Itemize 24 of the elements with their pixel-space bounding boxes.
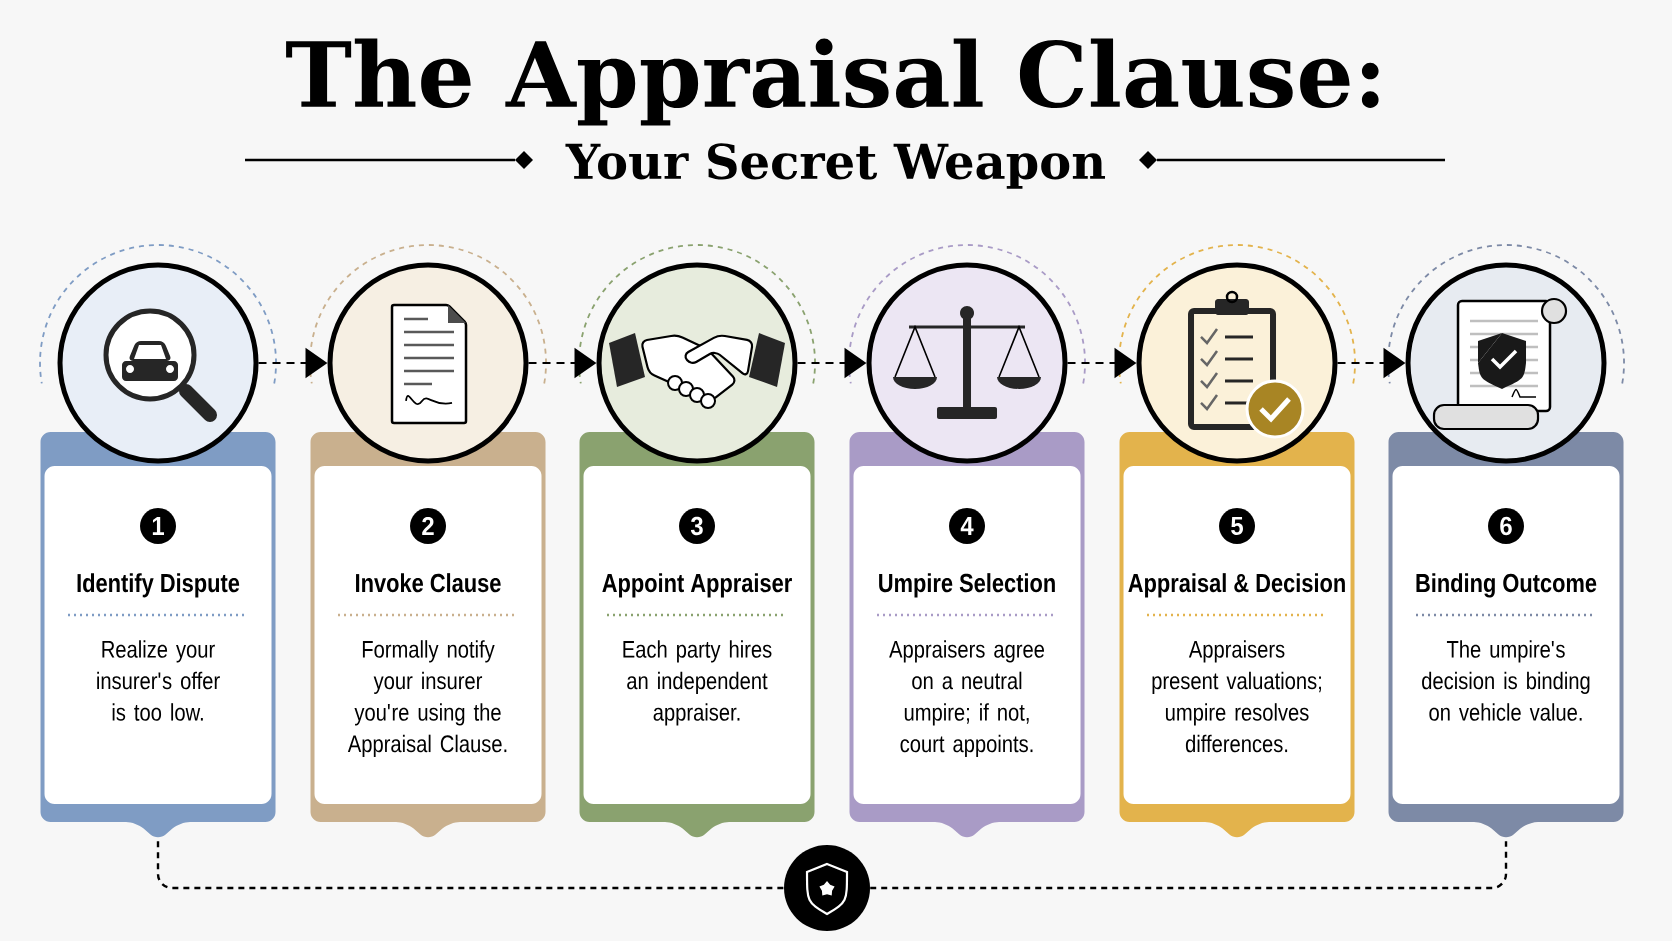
step-description: Each party hires an independent appraiser. — [623, 640, 772, 726]
step-title: Umpire Selection — [879, 573, 1055, 598]
step-description: The umpire's decision is binding on vehicle value. — [1422, 640, 1590, 721]
step-description: Realize your insurer's offer is too low. — [97, 640, 220, 721]
step-title: Invoke Clause — [356, 573, 501, 593]
number-badge: 1 — [140, 508, 176, 544]
number-badge: 6 — [1488, 508, 1524, 544]
step-description: Appraisers agree on a neutral umpire; if not, court appoints. — [889, 640, 1045, 758]
icon-circle — [848, 244, 1086, 464]
number-badge: 4 — [949, 508, 985, 544]
dashed-connector — [156, 841, 784, 890]
title: The Appraisal Clause: — [286, 38, 1379, 126]
number-badge: 3 — [679, 508, 715, 544]
step-description: Appraisers present valuations; umpire resolves differences. — [1152, 640, 1321, 753]
dashed-connector — [870, 841, 1508, 890]
subtitle: Your Secret Weapon — [565, 143, 1105, 189]
step-description: Formally notify your insurer you're using the Appraisal Clause. — [347, 640, 507, 758]
step-title: Binding Outcome — [1416, 573, 1597, 598]
number-badge: 5 — [1219, 508, 1255, 544]
step-title: Identify Dispute — [77, 573, 240, 598]
number-badge: 2 — [410, 508, 446, 544]
step-title: Appraisal & Decision — [1128, 573, 1345, 598]
step-title: Appoint Appraiser — [602, 573, 792, 598]
shield-badge — [784, 845, 870, 931]
